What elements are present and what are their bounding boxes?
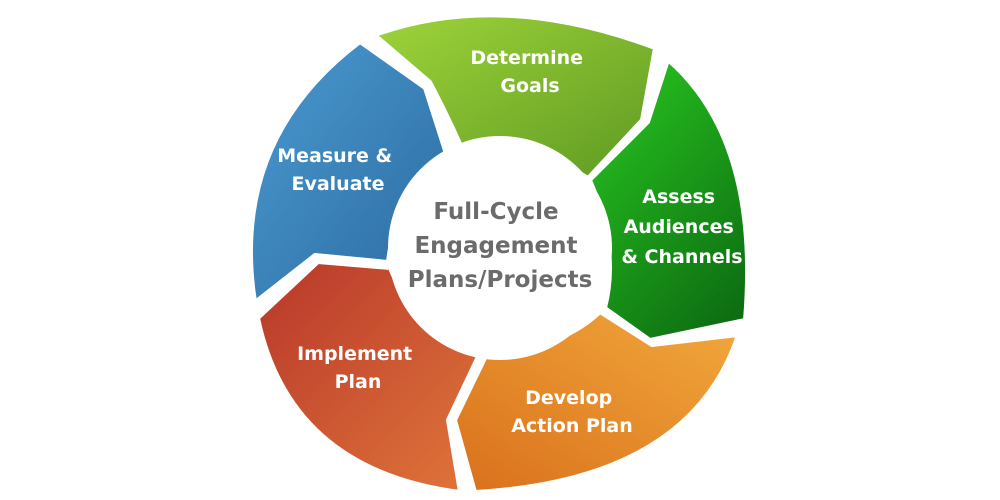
center-title: Full-Cycle Engagement Plans/Projects xyxy=(408,199,593,293)
label-measure-evaluate: Measure & Evaluate xyxy=(277,145,399,195)
label-develop-action-plan: Develop Action Plan xyxy=(511,387,633,437)
label-assess-audiences-channels: Assess Audiences & Channels xyxy=(621,186,742,268)
label-implement-plan: Implement Plan xyxy=(297,343,419,393)
center-circle xyxy=(388,136,612,360)
label-determine-goals: Determine Goals xyxy=(470,47,589,97)
